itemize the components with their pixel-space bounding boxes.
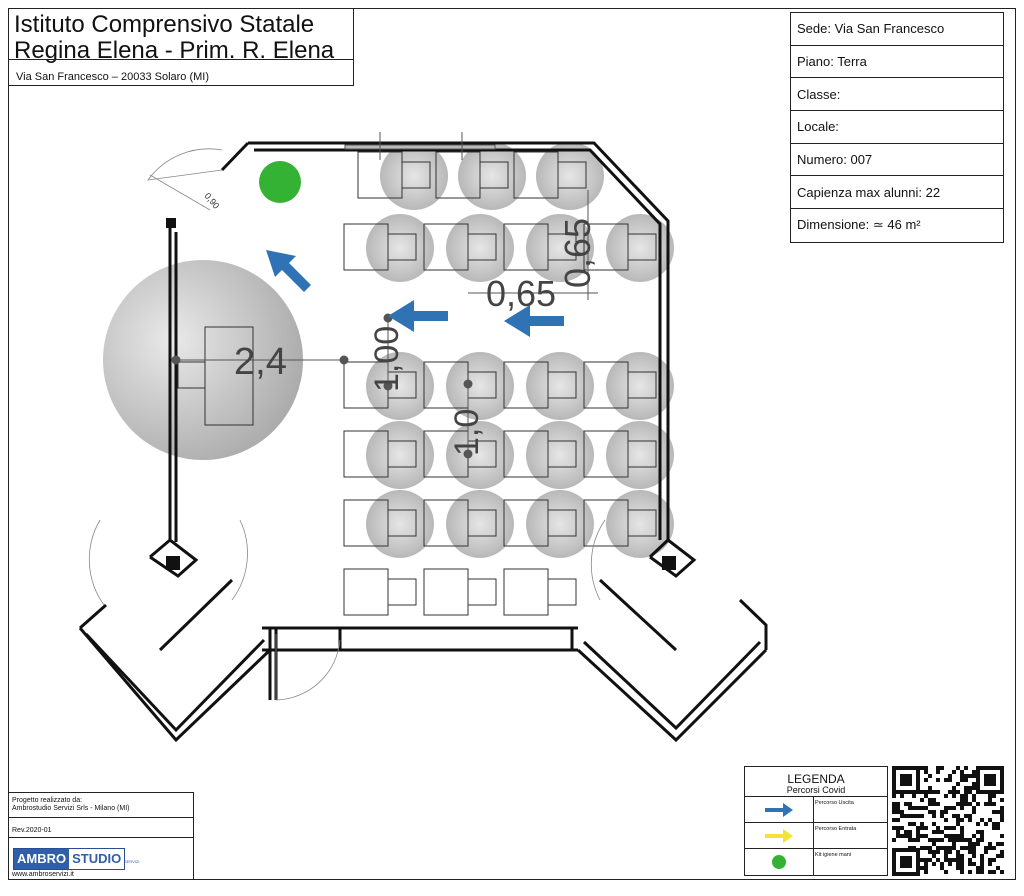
student-desks — [343, 151, 657, 616]
distance-circle — [366, 490, 434, 558]
distance-circle — [380, 142, 448, 210]
windows — [344, 132, 496, 160]
distance-circle — [446, 421, 514, 489]
distance-circle — [366, 352, 434, 420]
dimension-one-meter-b: 1,0 — [448, 409, 486, 456]
logo-subtitle: SERVIZI — [124, 859, 140, 864]
exit-route-arrows — [266, 250, 564, 337]
credits-revision: Rev.2020-01 — [12, 827, 52, 834]
legend-kit-label: Kit igiene mani — [815, 852, 852, 858]
legend-row-kit: Kit igiene mani — [745, 849, 887, 875]
chair — [627, 509, 657, 537]
distance-circle — [526, 352, 594, 420]
distance-circle — [366, 421, 434, 489]
drawing-sheet — [8, 8, 1016, 880]
distance-circle — [366, 214, 434, 282]
door-swings — [88, 148, 606, 701]
walls — [78, 141, 768, 743]
distance-circle — [606, 490, 674, 558]
school-address: Via San Francesco – 20033 Solaro (MI) — [16, 71, 210, 83]
info-locale: Locale: — [791, 111, 1003, 144]
dimension-desk-spacing: 0,65 — [557, 218, 598, 288]
distance-circle — [606, 421, 674, 489]
info-classe: Classe: — [791, 78, 1003, 112]
dimension-door-width: 0,90 — [202, 191, 221, 211]
chair — [387, 233, 417, 261]
dimension-one-meter-a: 1,00 — [368, 326, 406, 392]
distance-circle — [526, 490, 594, 558]
info-piano: Piano: Terra — [791, 46, 1003, 79]
chair — [547, 233, 577, 261]
ambrostudio-logo: AMBRO STUDIO — [13, 848, 126, 870]
arrow-right-icon — [745, 797, 814, 822]
chair — [479, 161, 509, 189]
distance-circle — [606, 214, 674, 282]
distance-circle — [536, 142, 604, 210]
title-separator — [8, 59, 354, 60]
pillars — [166, 218, 676, 570]
logo-part-b: STUDIO — [69, 849, 125, 869]
teacher-chair — [177, 361, 206, 389]
credits-line1: Progetto realizzato da: — [12, 797, 83, 804]
legend-entry-label: Percorso Entrata — [815, 826, 857, 832]
chair — [627, 371, 657, 399]
desk — [343, 568, 389, 616]
chair — [467, 233, 497, 261]
chair — [627, 440, 657, 468]
school-title-line2: Regina Elena - Prim. R. Elena — [14, 37, 335, 64]
desk — [503, 568, 549, 616]
qr-code-icon — [892, 766, 1004, 876]
info-capienza: Capienza max alunni: 22 — [791, 176, 1003, 210]
chair — [401, 161, 431, 189]
info-dimensione: Dimensione: ≃ 46 m² — [797, 217, 921, 233]
exit-arrow-diagonal — [266, 250, 311, 292]
legend-exit-label: Percorso Uscita — [815, 800, 854, 806]
credits-line2: Ambrostudio Servizi Srls - Milano (MI) — [12, 805, 130, 812]
legend-title: LEGENDA — [787, 772, 845, 786]
chair — [547, 578, 577, 606]
dimension-teacher-distance: 2,4 — [234, 341, 287, 383]
legend-row-entry: Percorso Entrata — [745, 823, 887, 849]
legend-row-exit: Percorso Uscita — [745, 797, 887, 823]
chair — [387, 509, 417, 537]
legend-header: LEGENDA Percorsi Covid — [745, 767, 887, 797]
chair — [547, 440, 577, 468]
exit-arrow-left-a — [388, 300, 448, 332]
legend-subtitle: Percorsi Covid — [786, 785, 846, 795]
chair — [557, 161, 587, 189]
distance-circle — [458, 142, 526, 210]
chair — [547, 371, 577, 399]
chair — [467, 509, 497, 537]
arrow-right-icon — [745, 823, 814, 848]
desk — [423, 568, 469, 616]
distance-circle — [606, 352, 674, 420]
info-numero: Numero: 007 — [791, 144, 1003, 177]
title-block: Istituto Comprensivo Statale Regina Elen… — [8, 8, 354, 86]
chair — [467, 578, 497, 606]
credits-website: www.ambroservizi.it — [12, 871, 74, 878]
chair — [387, 578, 417, 606]
distance-circle — [526, 214, 594, 282]
chair — [627, 233, 657, 261]
distance-circle — [446, 352, 514, 420]
dimension-row-spacing: 0,65 — [486, 273, 556, 314]
credits-block: Progetto realizzato da: Ambrostudio Serv… — [8, 792, 194, 880]
legend-box: LEGENDA Percorsi Covid Percorso Uscita P… — [744, 766, 888, 876]
credits-separator-2 — [8, 837, 194, 838]
exit-arrow-left-b — [504, 305, 564, 337]
room-info-table: Sede: Via San Francesco Piano: Terra Cla… — [790, 12, 1004, 243]
chair — [547, 509, 577, 537]
distance-circle — [446, 214, 514, 282]
student-distance-circles — [366, 142, 674, 558]
logo-part-a: AMBRO — [14, 849, 70, 869]
school-title-line1: Istituto Comprensivo Statale — [14, 11, 315, 38]
distance-circle — [526, 421, 594, 489]
chair — [387, 440, 417, 468]
credits-separator-1 — [8, 817, 194, 818]
dot-icon — [745, 849, 814, 875]
distance-circle — [446, 490, 514, 558]
info-sede: Sede: Via San Francesco — [791, 13, 1003, 46]
hand-sanitizer-kit-marker — [259, 161, 301, 203]
